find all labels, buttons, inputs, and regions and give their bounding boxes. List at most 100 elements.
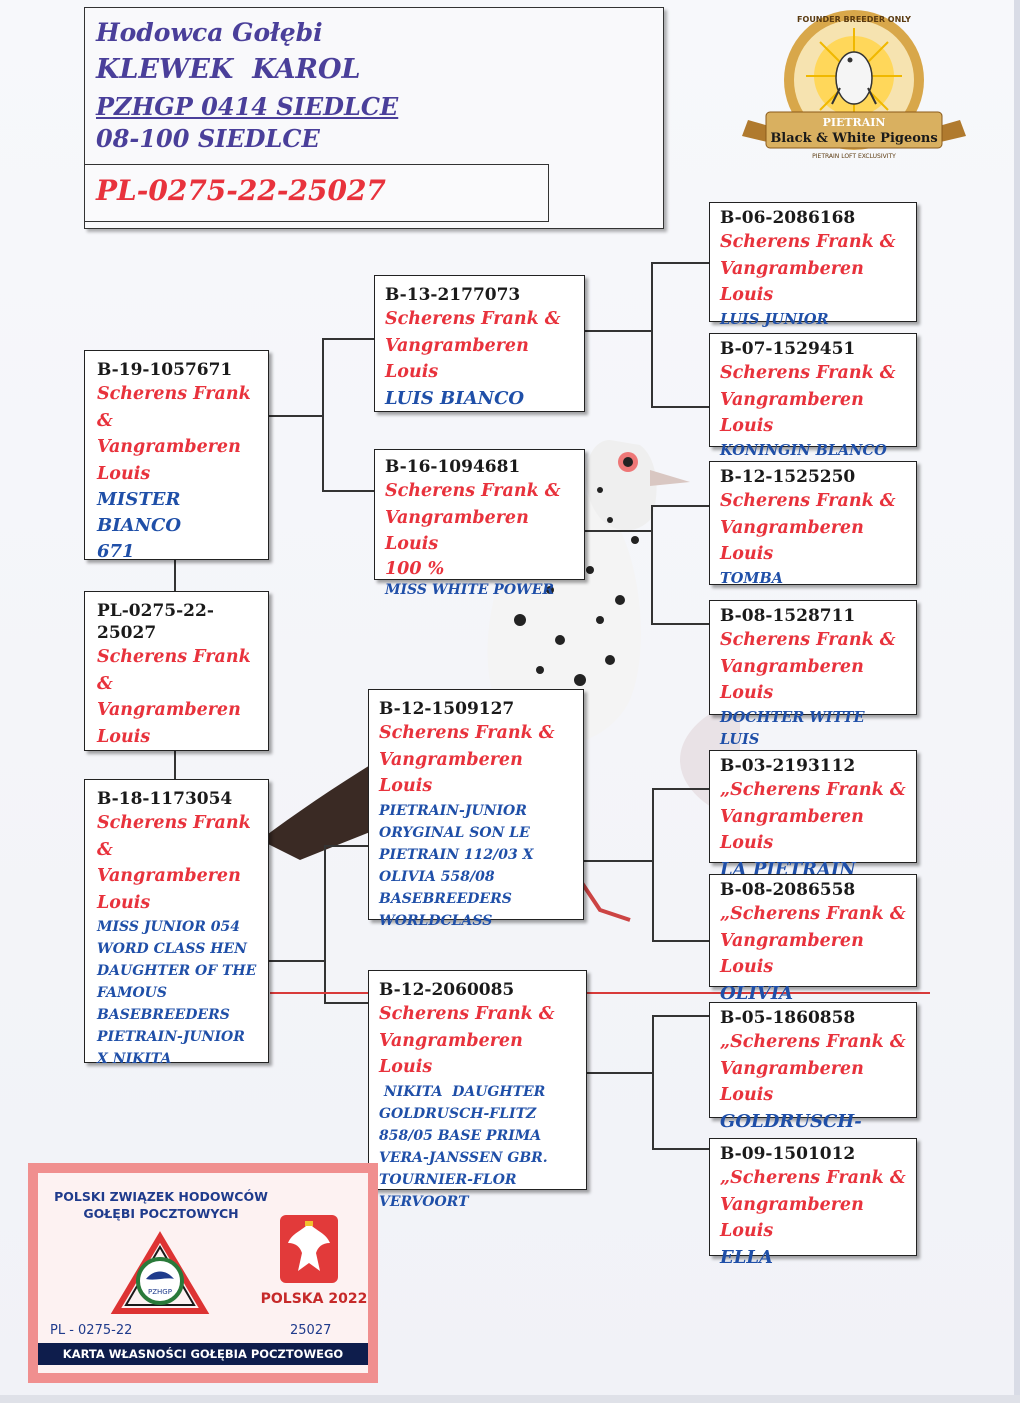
breeder-text: Scherens Frank & (97, 647, 251, 694)
pigeon-name: MISS WHITE POWER (385, 581, 555, 598)
red-divider (270, 992, 930, 994)
connector (652, 940, 709, 942)
breeder-text: Vangramberen (97, 866, 241, 886)
connector (174, 558, 176, 592)
breeder-text: Vangramberen (97, 700, 241, 720)
connector (322, 490, 375, 492)
breeder-text: Vangramberen Louis (720, 806, 864, 854)
pigeon-name: LUIS BIANCO (385, 387, 525, 409)
connector (324, 845, 326, 1002)
pigeon-name: 671 (97, 541, 135, 562)
pigeon-box-sd: B-16-1094681 Scherens Frank & Vangramber… (374, 449, 585, 598)
pigeon-name: TOURNIER-FLOR (379, 1171, 517, 1188)
pigeon-name: KONINGIN BLANCO (720, 441, 887, 459)
connector (268, 960, 324, 962)
card-org-line-1: POLSKI ZWIĄZEK HODOWCÓW (54, 1189, 268, 1204)
pigeon-box-dsd: B-08-2086558 „Scherens Frank & Vangrambe… (709, 874, 917, 1004)
connector (651, 262, 709, 264)
breeder-text: Vangramberen Louis (720, 389, 864, 437)
pigeon-box-dds: B-05-1860858 „Scherens Frank & Vangrambe… (709, 1002, 917, 1158)
pigeon-box-ddd: B-09-1501012 „Scherens Frank & Vangrambe… (709, 1138, 917, 1268)
connector (585, 530, 651, 532)
pigeon-box-dam: B-18-1173054 Scherens Frank & Vangramber… (84, 779, 269, 1067)
pigeon-box-sdd: B-08-1528711 Scherens Frank & Vangramber… (709, 600, 917, 748)
pigeon-name: BASEBREEDERS (379, 890, 512, 907)
pigeon-box-ss: B-13-2177073 Scherens Frank & Vangramber… (374, 275, 585, 412)
breeder-text: Vangramberen Louis (720, 930, 864, 978)
pigeon-name: PIETRAIN-JUNIOR (97, 1029, 245, 1045)
pigeon-box-dss: B-03-2193112 „Scherens Frank & Vangrambe… (709, 750, 917, 880)
ring-number: B-16-1094681 (385, 457, 521, 477)
ring-number: B-08-1528711 (720, 606, 856, 626)
ring-number: B-12-2060085 (379, 980, 515, 1000)
breeder-text: Louis (97, 892, 151, 913)
logo-brand: PIETRAIN (823, 116, 886, 129)
pigeon-name: NIKITA DAUGHTER (379, 1083, 546, 1100)
pigeon-box-ds: B-12-1509127 Scherens Frank & Vangramber… (368, 689, 584, 929)
ring-number: B-12-1509127 (379, 699, 515, 719)
page-edge (0, 1395, 1020, 1403)
pigeon-name: VERVOORT (379, 1193, 469, 1210)
card-org-line-2: GOŁĘBI POCZTOWYCH (83, 1206, 239, 1221)
breeder-text: Vangramberen (97, 437, 241, 457)
eagle-emblem-icon (280, 1215, 338, 1283)
breeder-text: Scherens Frank & (720, 491, 896, 511)
connector (585, 330, 651, 332)
breeder-text: Scherens Frank & (97, 813, 251, 860)
breeder-text: Vangramberen Louis (379, 749, 523, 797)
pigeon-name: ELLA (720, 1246, 773, 1268)
pigeon-box-sss: B-06-2086168 Scherens Frank & Vangramber… (709, 202, 917, 328)
pzhgp-badge-icon: PZHGP (110, 1231, 210, 1314)
breeder-name: KLEWEK KAROL (96, 54, 361, 85)
pigeon-name: WORD CLASS HEN (97, 941, 247, 957)
breeder-text: Vangramberen Louis (379, 1030, 523, 1078)
ring-number: B-18-1173054 (97, 789, 233, 809)
breeder-text: „Scherens Frank & (720, 904, 906, 924)
breeder-text: Vangramberen Louis (720, 1058, 864, 1106)
ring-number: B-08-2086558 (720, 880, 856, 900)
connector (652, 1015, 709, 1017)
breeder-text: Scherens Frank & (379, 1004, 555, 1024)
logo-top-text: FOUNDER BREEDER ONLY (797, 15, 911, 24)
connector (268, 415, 322, 417)
connector (322, 338, 324, 490)
breeder-text: Scherens Frank & (379, 723, 555, 743)
connector (322, 338, 375, 340)
card-ring-right: 25027 (290, 1323, 332, 1338)
logo-bottom-text: PIETRAIN LOFT EXCLUSIVITY (812, 153, 896, 160)
breeder-text: Scherens Frank & (385, 309, 561, 329)
connector (584, 860, 652, 862)
header-title: Hodowca Gołębi (96, 18, 323, 47)
connector (651, 406, 709, 408)
ring-number: B-07-1529451 (720, 339, 856, 359)
breeder-text: „Scherens Frank & (720, 1168, 906, 1188)
connector (652, 1148, 709, 1150)
ring-number: B-13-2177073 (385, 285, 521, 305)
breeder-text: Vangramberen Louis (720, 1194, 864, 1242)
pietrain-logo: PIETRAIN Black & White Pigeons FOUNDER B… (742, 10, 966, 160)
card-badge-text: PZHGP (148, 1288, 172, 1296)
pigeon-box-dd: B-12-2060085 Scherens Frank & Vangramber… (368, 970, 587, 1210)
ring-number: PL-0275-22-25027 (97, 601, 214, 643)
pigeon-name: OLIVIA (720, 982, 794, 1004)
pigeon-name: GOLDRUSCH-FLITZ (379, 1105, 537, 1122)
pigeon-name: VERA-JANSSEN GBR. (379, 1149, 548, 1166)
breeder-text: Louis (97, 463, 151, 484)
breeder-text: Vangramberen Louis (385, 335, 529, 383)
card-ring-left: PL - 0275-22 (50, 1323, 133, 1338)
breeder-text: „Scherens Frank & (720, 1032, 906, 1052)
pigeon-name: MISS JUNIOR 054 (97, 919, 240, 935)
breeder-text: „Scherens Frank & (720, 780, 906, 800)
breeder-text: 100 % (385, 558, 445, 579)
ring-number: B-09-1501012 (720, 1144, 856, 1164)
connector (651, 505, 653, 623)
breeder-text: Vangramberen Louis (720, 258, 864, 306)
header-ring-box (84, 164, 549, 222)
pigeon-name: BASEBREEDERS (97, 1007, 230, 1023)
page-edge (1014, 0, 1020, 1403)
connector (652, 788, 654, 940)
pigeon-name: X NIKITA (97, 1051, 172, 1067)
breeder-text: Vangramberen Louis (720, 517, 864, 565)
pigeon-name: LUIS JUNIOR (720, 310, 829, 328)
ring-number: B-03-2193112 (720, 756, 856, 776)
